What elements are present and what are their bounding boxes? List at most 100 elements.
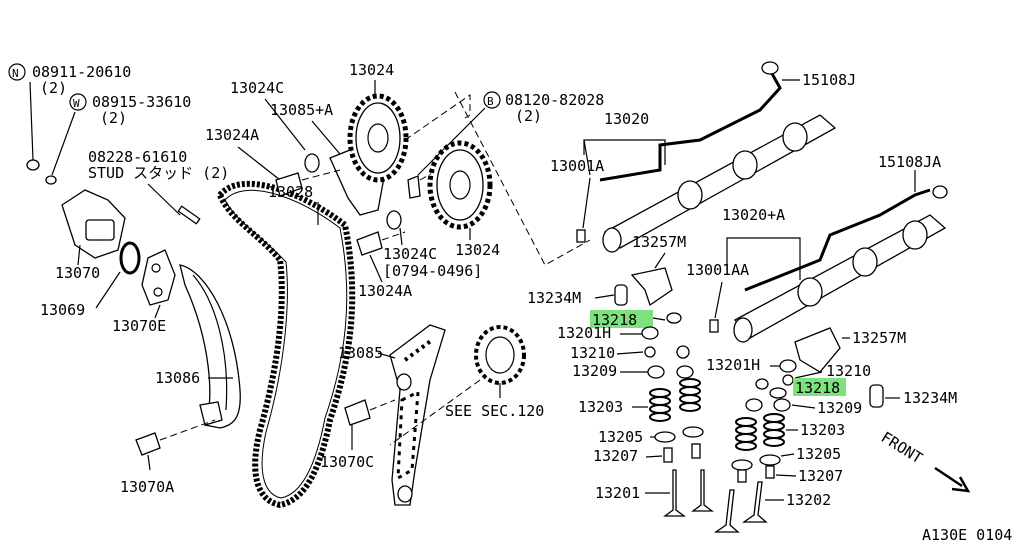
label-n-qty: (2) <box>40 79 67 97</box>
seat-13205-left-part <box>654 431 676 443</box>
label-13070: 13070 <box>55 264 100 282</box>
tappet-13201h-right-part <box>779 359 797 373</box>
label-08120-82028: 08120-82028 <box>505 91 604 109</box>
bolt-13070a-part <box>135 432 161 456</box>
washer-13024c-part <box>304 153 320 173</box>
b-marker-label: B <box>487 95 494 108</box>
label-13024-mid: 13024 <box>455 241 500 259</box>
n-marker-label: N <box>12 67 19 80</box>
label-13028: 13028 <box>268 183 313 201</box>
bolt-13070c-part <box>344 399 371 426</box>
lash-adjuster-13234m-right-part <box>869 384 884 408</box>
label-13070a: 13070A <box>120 478 174 496</box>
label-08911-20610: 08911-20610 <box>32 63 131 81</box>
timing-chain-part <box>216 180 356 509</box>
label-13086: 13086 <box>155 369 200 387</box>
b-marker-circle <box>483 91 501 109</box>
crank-sprocket-part <box>474 325 526 385</box>
label-13070e: 13070E <box>112 317 166 335</box>
oil-pipe-15108j-part <box>599 69 782 182</box>
label-13203-right: 13203 <box>800 421 845 439</box>
timing-chain-assembly: 13024C 13085+A 13024A 13028 13024 B 0812… <box>205 61 604 509</box>
w-marker-circle <box>69 93 87 111</box>
label-13024a-mid: 13024A <box>358 282 412 300</box>
label-08228-61610: 08228-61610 <box>88 148 187 166</box>
label-13001a: 13001A <box>550 157 604 175</box>
tappet-13201h-left-part <box>641 326 659 340</box>
label-13207-left: 13207 <box>593 447 638 465</box>
label-13234m-left: 13234M <box>527 289 581 307</box>
w-marker-label: W <box>73 97 80 110</box>
label-13024c-mid: 13024C <box>383 245 437 263</box>
oil-pipe-15108ja-part <box>744 188 931 292</box>
retainer-13209-left-part <box>647 365 665 379</box>
pin-13001a-part <box>576 229 586 243</box>
chain-tensioner-assembly: N 08911-20610 (2) W 08915-33610 (2) 0822… <box>8 63 241 496</box>
label-13205-left: 13205 <box>598 428 643 446</box>
label-13210-right: 13210 <box>826 362 871 380</box>
washer-13024c-mid-part <box>386 210 402 230</box>
label-13207-right: 13207 <box>798 467 843 485</box>
label-diagram-code: A130E 0104 <box>922 526 1012 544</box>
label-13234m-right: 13234M <box>903 389 957 407</box>
rocker-13257m-right-part <box>794 327 841 373</box>
seat-13205-right-part <box>759 454 781 466</box>
collet-13210-left-part <box>644 346 656 358</box>
label-13209-right: 13209 <box>817 399 862 417</box>
front-arrow-icon <box>934 466 971 493</box>
label-13020a: 13020+A <box>722 206 785 224</box>
n-marker-circle <box>8 63 26 81</box>
gasket-13070e-part <box>141 249 176 306</box>
label-13202: 13202 <box>786 491 831 509</box>
highlight-13218-left <box>590 310 653 328</box>
label-13218-left: 13218 <box>592 311 637 329</box>
valve-13201-part <box>663 469 686 517</box>
pin-13001aa-part <box>709 319 719 333</box>
label-13020: 13020 <box>604 110 649 128</box>
label-date-range: [0794-0496] <box>383 262 482 280</box>
label-13201h-right: 13201H <box>706 356 760 374</box>
label-13205-right: 13205 <box>796 445 841 463</box>
stud-part <box>177 205 201 225</box>
spring-13203-right-part <box>735 413 785 451</box>
label-13024-top: 13024 <box>349 61 394 79</box>
valve-train-assembly: 15108J 13020 13001A 15108JA 13020+A 1300… <box>527 61 1012 544</box>
shim-13218-right-part <box>769 387 787 399</box>
label-13069: 13069 <box>40 301 85 319</box>
label-13201h-left: 13201H <box>557 324 611 342</box>
label-see-sec-120: SEE SEC.120 <box>445 402 544 420</box>
label-13085a: 13085+A <box>270 101 333 119</box>
label-b-qty: (2) <box>515 107 542 125</box>
label-13024c-top: 13024C <box>230 79 284 97</box>
highlight-13218-right <box>793 378 846 396</box>
shim-13218-left-part <box>666 312 682 324</box>
label-front: FRONT <box>878 428 926 467</box>
rocker-13257m-top-part <box>630 267 673 307</box>
label-w-qty: (2) <box>100 109 127 127</box>
label-15108ja: 15108JA <box>878 153 941 171</box>
label-08915-33610: 08915-33610 <box>92 93 191 111</box>
label-stud: STUD スタッド (2) <box>88 164 229 182</box>
spring-13203-left-part <box>649 378 701 422</box>
lash-adjuster-13234m-left-part <box>614 284 628 306</box>
label-13085: 13085 <box>338 344 383 362</box>
label-13024a-top: 13024A <box>205 126 259 144</box>
label-13257m-right: 13257M <box>852 329 906 347</box>
washer-w-part <box>45 175 57 185</box>
bolt-13024a-top-part <box>275 172 303 197</box>
bolt-13024a-mid-part <box>356 231 383 256</box>
bolt-b-part <box>407 175 421 199</box>
label-13218-right: 13218 <box>795 379 840 397</box>
retainer-13209-right-part <box>773 398 791 412</box>
label-13070c: 13070C <box>320 453 374 471</box>
collet-13210-right-part <box>782 374 794 386</box>
gasket-13069-part <box>119 241 141 275</box>
tension-guide-13085-part <box>389 324 446 506</box>
valve-13202-part <box>713 489 740 533</box>
seal-13207-left-part <box>663 447 673 463</box>
label-13001aa: 13001AA <box>686 261 749 279</box>
seal-13207-right-part <box>765 465 775 479</box>
slack-guide-13086-part <box>179 264 241 429</box>
